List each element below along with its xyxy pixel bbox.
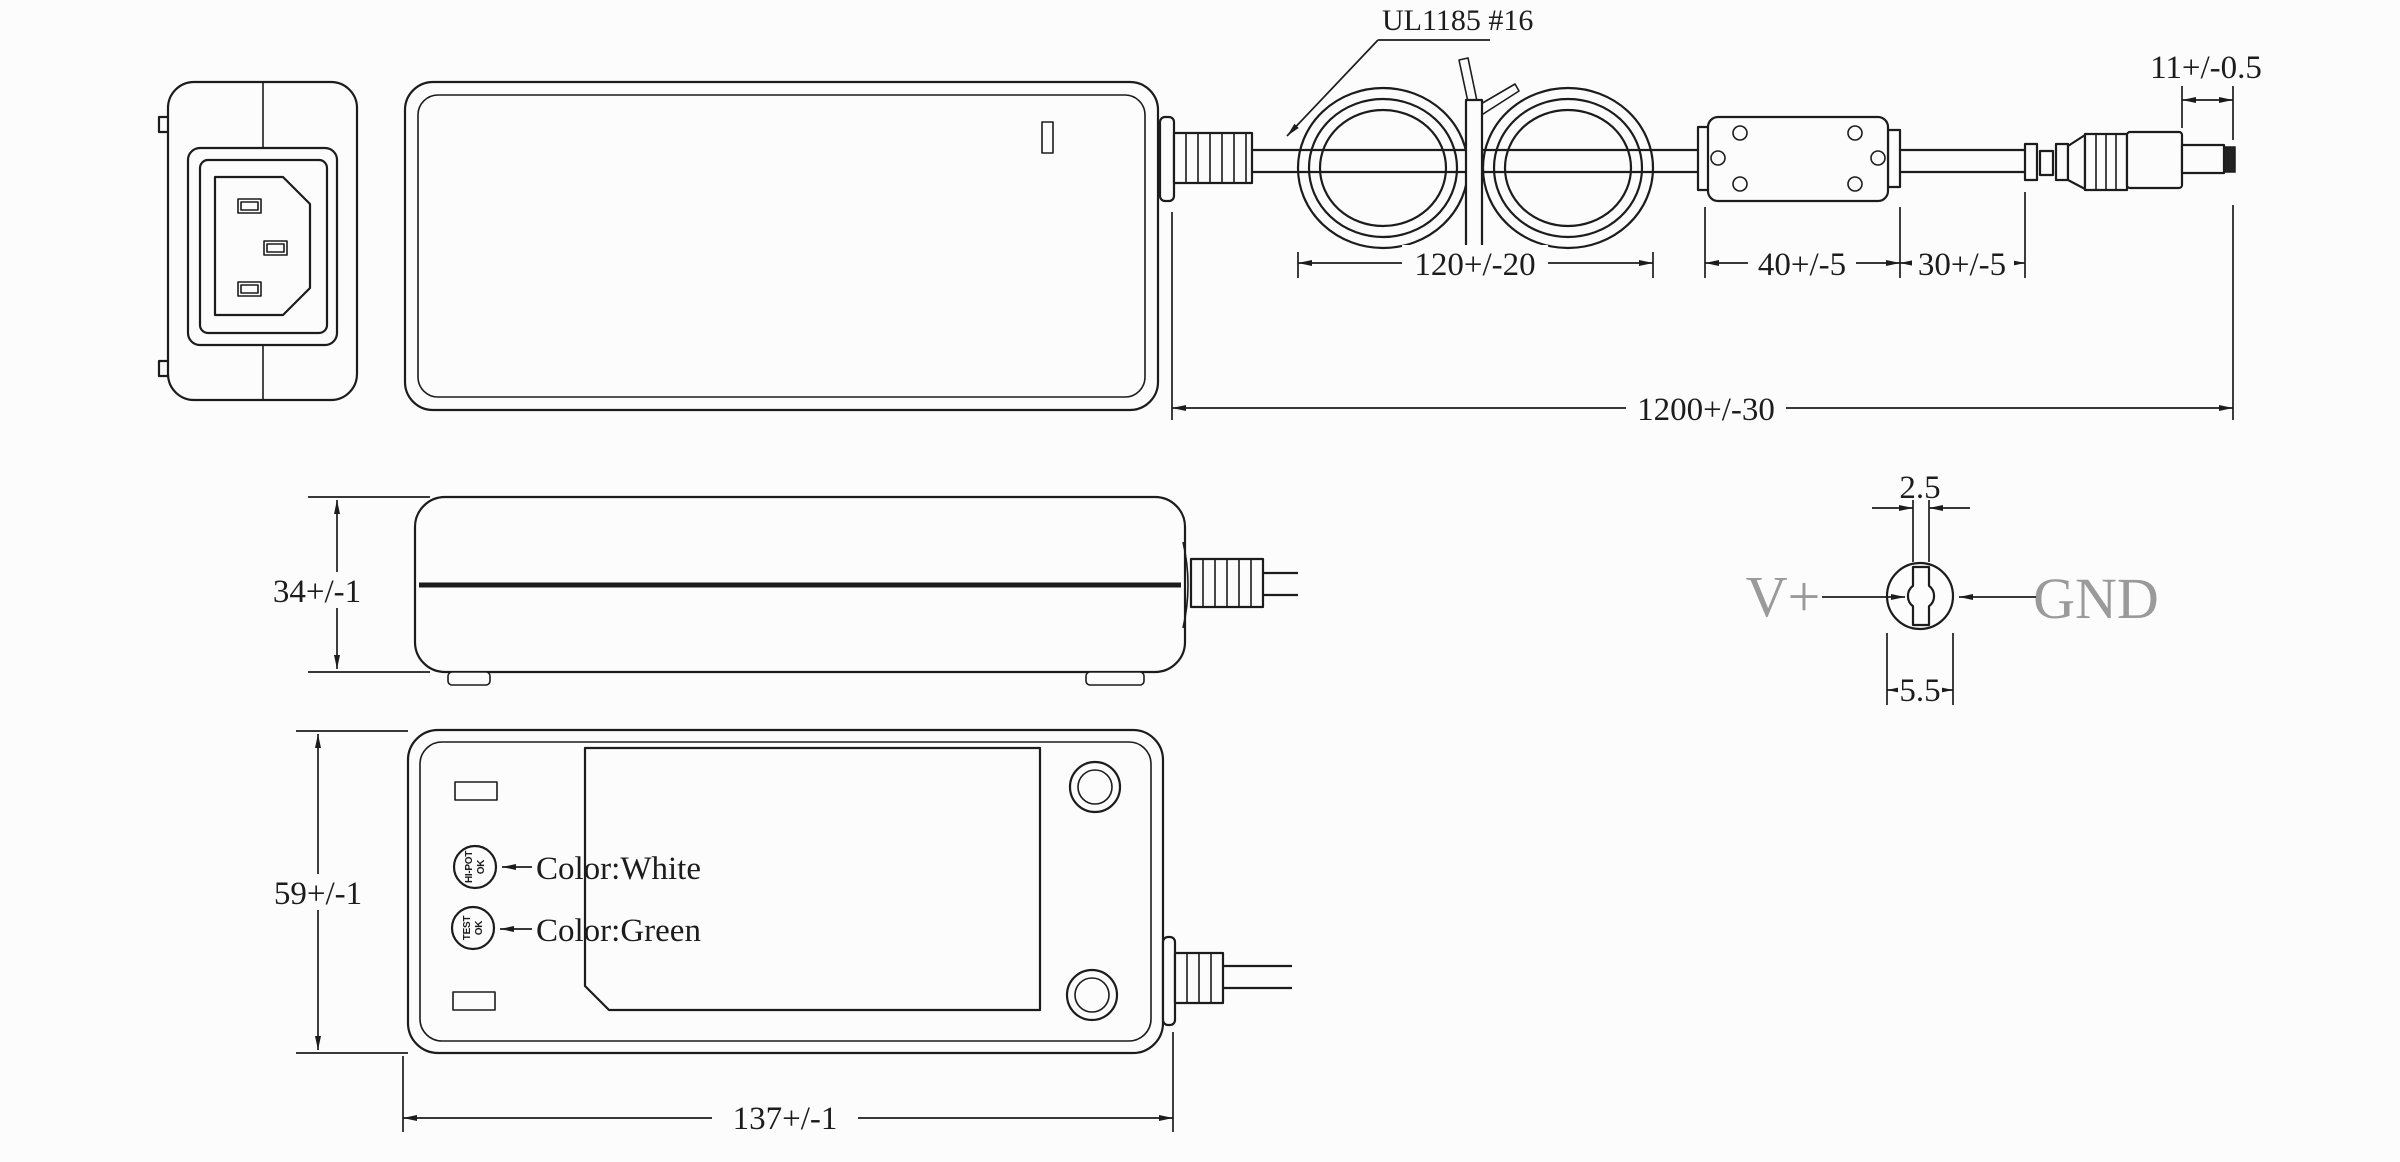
cable-spec-label: UL1185 #16	[1382, 4, 1533, 37]
polarity-positive-label: V+	[1746, 564, 1821, 629]
dim-cable-length: 1200+/-30	[1171, 205, 2234, 428]
dim-text-coil: 120+/-20	[1414, 247, 1535, 283]
dim-text-length: 137+/-1	[733, 1101, 838, 1137]
iec-pin-slots	[237, 198, 288, 297]
dim-ferrite-to-plug: 30+/-5	[1900, 192, 2026, 283]
inlet-frame	[198, 158, 329, 335]
screw-boss	[1068, 760, 1122, 814]
cable-coil	[1296, 57, 1655, 250]
dim-coil: 120+/-20	[1297, 245, 1654, 283]
hipot-stamp-line2: OK	[476, 859, 487, 874]
dim-text-barrel: 5.5	[1899, 673, 1940, 709]
polarity-ground-label: GND	[2033, 566, 2159, 631]
dc-barrel-plug	[2023, 130, 2236, 192]
led-color-green-note: Color:Green	[536, 913, 701, 949]
foot	[447, 671, 491, 686]
dim-barrel-diameter: 5.5	[1886, 633, 1954, 709]
bottom-strain-relief	[1161, 935, 1292, 1027]
center-pin-hole	[1906, 565, 1936, 627]
cable-spec-callout: UL1185 #16	[1286, 4, 1533, 137]
dim-text-height: 34+/-1	[273, 574, 361, 610]
dim-pin-diameter: 2.5	[1872, 470, 1970, 562]
dim-body-length: 137+/-1	[402, 1032, 1174, 1137]
adapter-bottom-view: HI-POT OK Color:White TEST OK Color:Gree…	[406, 728, 1292, 1055]
ac-inlet-end-view	[157, 80, 359, 402]
plug-cross-section: 2.5 5.5 V+ GND	[1746, 470, 2159, 709]
dim-text-pin: 2.5	[1899, 470, 1940, 506]
test-stamp: TEST OK Color:Green	[450, 905, 701, 951]
dim-text-width: 59+/-1	[274, 876, 362, 912]
bottom-body-outline	[406, 728, 1165, 1055]
dim-text-cable: 1200+/-30	[1637, 392, 1775, 428]
dim-text-ferrite: 40+/-5	[1758, 247, 1846, 283]
cable-strain-relief	[1158, 115, 1254, 203]
plug-barrel	[2180, 143, 2226, 175]
hipot-stamp: HI-POT OK Color:White	[452, 844, 701, 890]
ferrite-filter	[1696, 115, 1902, 203]
test-stamp-line1: TEST	[462, 916, 473, 941]
dim-body-width: 59+/-1	[274, 730, 408, 1054]
dim-ferrite: 40+/-5	[1704, 207, 1901, 283]
plug-body	[2125, 130, 2184, 190]
test-stamp-line2: OK	[474, 920, 485, 935]
dim-body-height: 34+/-1	[273, 496, 430, 673]
dim-text-ferrite-to-plug: 30+/-5	[1918, 247, 2006, 283]
tie-tail	[1458, 57, 1478, 103]
plug-tip	[2223, 146, 2236, 173]
adapter-side-view	[413, 495, 1298, 686]
screw-boss	[1065, 968, 1119, 1022]
vent-slot	[452, 991, 496, 1011]
cable-tie	[1464, 98, 1484, 250]
vent-slot	[454, 781, 498, 801]
inlet-recess	[186, 146, 339, 347]
dim-plug-length: 11+/-0.5	[2150, 50, 2262, 140]
adapter-body-outline	[403, 80, 1160, 412]
iec-c14-socket	[213, 175, 312, 317]
foot	[1085, 671, 1145, 686]
led-window	[1041, 121, 1054, 154]
adapter-body-seam	[417, 94, 1146, 398]
hipot-stamp-line1: HI-POT	[464, 851, 475, 883]
led-color-white-note: Color:White	[536, 851, 701, 887]
dim-text-plug: 11+/-0.5	[2150, 50, 2262, 86]
label-area	[583, 746, 1042, 1012]
bottom-body-seam	[419, 741, 1152, 1042]
adapter-top-view	[403, 57, 2236, 412]
